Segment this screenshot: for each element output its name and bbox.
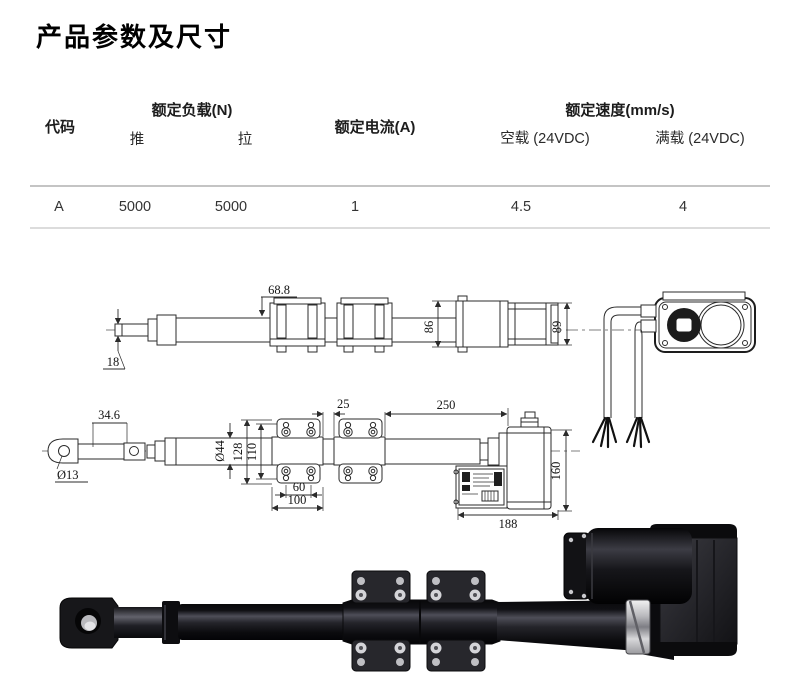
col-header-full-load: 满载 (24VDC): [655, 131, 745, 147]
photo-piston-rod: [114, 607, 164, 638]
photo-mounting-bracket-1: [351, 570, 411, 672]
dim-plate-100: 100: [271, 487, 324, 512]
power-cables: [591, 306, 651, 449]
table-bottom-rule: [30, 227, 770, 229]
cable-gland-2: [640, 319, 657, 333]
col-header-rated-load: 额定负载(N): [151, 102, 233, 119]
photo-front-tube: [178, 604, 348, 640]
gearbox-motor-top: [455, 295, 559, 353]
svg-text:Ø13: Ø13: [57, 468, 79, 482]
svg-text:160: 160: [549, 462, 563, 481]
dim-motor-188: 188: [457, 508, 559, 531]
photo-rod-collar: [162, 601, 180, 644]
svg-text:110: 110: [245, 443, 259, 461]
photo-mounting-bracket-2: [426, 570, 486, 672]
dim-front-34-6: 34.6: [92, 408, 128, 447]
dim-inner-110: 110: [245, 423, 280, 480]
clamp-block-top-1: [269, 297, 326, 353]
mounting-bracket-side-1: [271, 418, 324, 484]
row-no-load-value: 4.5: [510, 199, 532, 215]
dim-hole-13: Ø13: [55, 455, 88, 483]
cable-gland-1: [640, 304, 657, 318]
dim-tube-44: Ø44: [213, 423, 234, 479]
row-full-load-value: 4: [678, 199, 688, 215]
svg-text:250: 250: [437, 398, 456, 412]
svg-text:86: 86: [422, 321, 436, 334]
dim-outer-128: 128: [231, 419, 272, 485]
svg-text:100: 100: [288, 493, 307, 507]
photo-motor: [563, 528, 692, 604]
col-header-rated-speed: 额定速度(mm/s): [565, 102, 675, 119]
col-header-pull: 拉: [237, 132, 253, 148]
mounting-bracket-side-2: [333, 418, 386, 484]
dim-bracket-68-8: 68.8: [258, 283, 297, 317]
dim-rod-18: 18: [103, 309, 126, 370]
row-code-value: A: [54, 199, 64, 215]
row-pull-value: 5000: [214, 199, 248, 215]
dim-motor-89: 89: [550, 302, 572, 346]
motor-label: [453, 465, 508, 509]
motor-housing-side: [506, 411, 552, 510]
col-header-code: 代码: [44, 119, 75, 136]
table-top-rule: [30, 185, 770, 187]
svg-text:Ø44: Ø44: [213, 439, 227, 461]
dim-body-86: 86: [422, 300, 456, 348]
top-view-drawing: 18 68.8: [103, 283, 756, 449]
col-header-no-load: 空载 (24VDC): [500, 131, 590, 147]
photo-hose-clamp: [625, 599, 651, 655]
dim-bolt-60: 60: [275, 480, 322, 499]
side-view-drawing: Ø13 34.6 Ø44: [42, 397, 580, 531]
row-push-value: 5000: [118, 199, 152, 215]
svg-text:34.6: 34.6: [98, 408, 120, 422]
svg-text:18: 18: [107, 355, 120, 369]
product-photo: [59, 524, 738, 672]
col-header-rated-current: 额定电流(A): [334, 119, 416, 136]
svg-text:25: 25: [337, 397, 350, 411]
svg-text:188: 188: [499, 517, 518, 531]
dim-motor-160: 160: [549, 429, 572, 512]
dim-rear-250: 250: [384, 398, 509, 436]
row-current-value: 1: [350, 199, 360, 215]
clamp-block-top-2: [336, 297, 393, 353]
svg-text:89: 89: [550, 321, 564, 334]
page-title: 产品参数及尺寸: [36, 22, 233, 52]
dimension-drawings: 18 68.8: [42, 283, 756, 531]
motor-end-view: [591, 291, 756, 449]
svg-text:128: 128: [231, 443, 245, 462]
photo-rear-tube: [497, 600, 650, 652]
col-header-push: 推: [129, 132, 145, 148]
photo-clevis-end: [59, 597, 119, 649]
svg-text:60: 60: [293, 480, 306, 494]
svg-text:68.8: 68.8: [268, 283, 290, 297]
dim-gap-25: 25: [312, 397, 350, 436]
photo-clamp-sleeve: [342, 599, 501, 645]
